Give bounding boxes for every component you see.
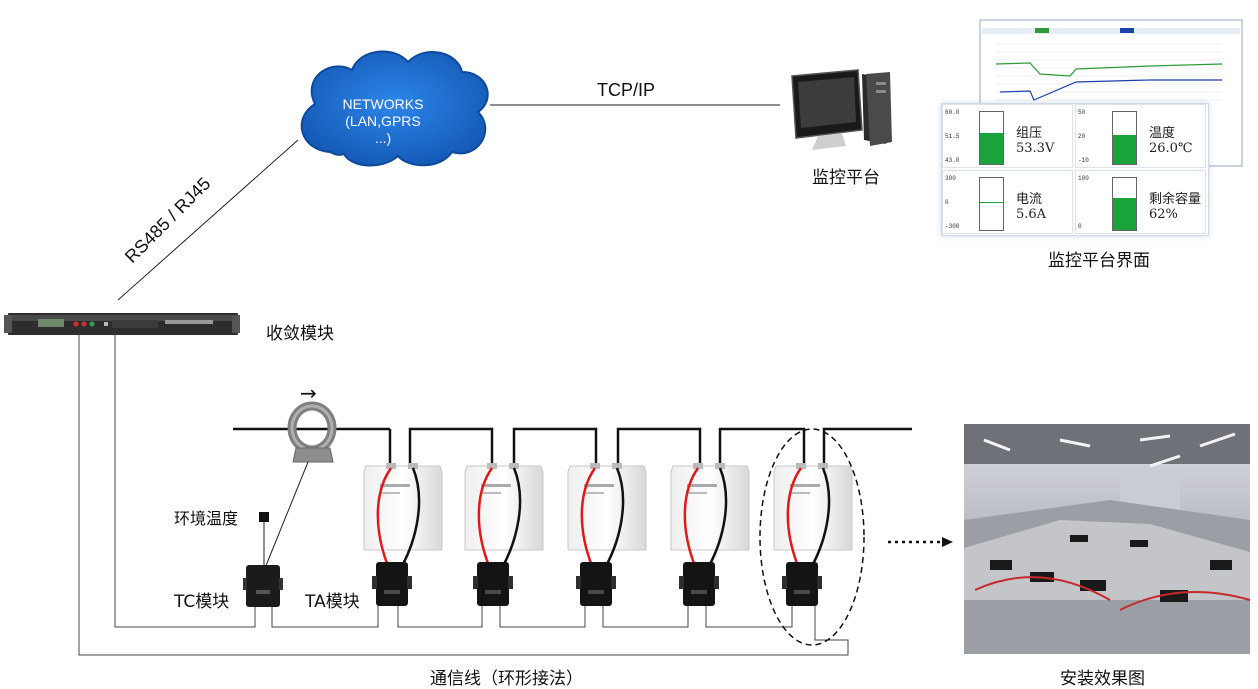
cloud-line-1: NETWORKS — [342, 96, 424, 112]
rs485-link — [117, 139, 299, 301]
panel-cell-temperature: 50 20 -10 温度 26.0℃ — [1075, 104, 1206, 168]
highlight-ellipse — [759, 428, 865, 646]
voltage-gauge — [979, 111, 1004, 165]
env-temp-sensor — [259, 512, 269, 522]
tick: 100 — [1078, 175, 1089, 182]
voltage-name: 组压 — [1016, 126, 1043, 141]
battery-unit — [567, 463, 647, 606]
collector-label: 收敛模块 — [266, 324, 334, 344]
current-value: 5.6A — [1016, 207, 1047, 222]
panel-cell-voltage: 60.0 51.5 43.0 组压 53.3V — [942, 104, 1073, 168]
capacity-value: 62% — [1149, 207, 1178, 222]
monitor-panel: 60.0 51.5 43.0 组压 53.3V 50 20 -10 温度 26.… — [941, 103, 1209, 236]
temperature-name: 温度 — [1149, 126, 1176, 141]
tick: 60.0 — [945, 109, 960, 116]
ta-module — [376, 562, 408, 606]
temperature-gauge — [1112, 111, 1137, 165]
tick: 0 — [1078, 223, 1082, 230]
tick: 50 — [1078, 109, 1086, 116]
ta-module — [786, 562, 818, 606]
dotted-arrow — [888, 537, 953, 547]
temperature-value: 26.0℃ — [1149, 141, 1193, 156]
tick: -10 — [1078, 157, 1089, 164]
capacity-name: 剩余容量 — [1149, 192, 1202, 207]
tick: 0 — [945, 199, 949, 206]
cloud-line-2: (LAN,GPRS — [345, 113, 421, 129]
platform-ui-label: 监控平台界面 — [1048, 251, 1150, 271]
current-direction-arrow: → — [300, 381, 317, 405]
comm-line-label: 通信线（环形接法） — [430, 669, 583, 689]
tc-module-label: TC模块 — [174, 592, 230, 612]
battery-unit — [363, 463, 443, 606]
ta-module — [580, 562, 612, 606]
install-photo — [964, 424, 1251, 654]
tick: 20 — [1078, 133, 1086, 140]
collector-module — [4, 313, 240, 335]
cloud-line-3: ...) — [374, 130, 392, 146]
tcp-ip-label: TCP/IP — [597, 80, 656, 100]
tick: 300 — [945, 175, 956, 182]
platform-label: 监控平台 — [812, 168, 880, 188]
ta-module — [683, 562, 715, 606]
network-cloud — [300, 50, 489, 167]
sensor-wire — [264, 461, 309, 569]
panel-cell-capacity: 100 0 剩余容量 62% — [1075, 170, 1206, 234]
panel-cell-current: 300 0 -300 电流 5.6A — [942, 170, 1073, 234]
current-gauge — [979, 177, 1004, 231]
ta-module-label: TA模块 — [305, 592, 360, 612]
tick: 43.0 — [945, 157, 960, 164]
tick: 51.5 — [945, 133, 960, 140]
cloud-label: NETWORKS (LAN,GPRS ...) — [316, 96, 450, 147]
current-sensor — [287, 401, 337, 463]
voltage-value: 53.3V — [1016, 141, 1055, 156]
env-temp-label: 环境温度 — [174, 509, 239, 528]
tick: -300 — [945, 223, 960, 230]
current-name: 电流 — [1016, 192, 1043, 207]
battery-unit — [670, 463, 750, 606]
install-label: 安装效果图 — [1060, 669, 1145, 689]
monitor-computer — [791, 69, 892, 150]
battery-string — [363, 463, 853, 606]
capacity-gauge — [1112, 177, 1137, 231]
tc-module — [243, 565, 283, 607]
battery-unit — [464, 463, 544, 606]
comm-ring-line — [78, 333, 849, 656]
battery-unit — [773, 463, 853, 606]
ta-module — [477, 562, 509, 606]
busbar — [233, 427, 912, 470]
